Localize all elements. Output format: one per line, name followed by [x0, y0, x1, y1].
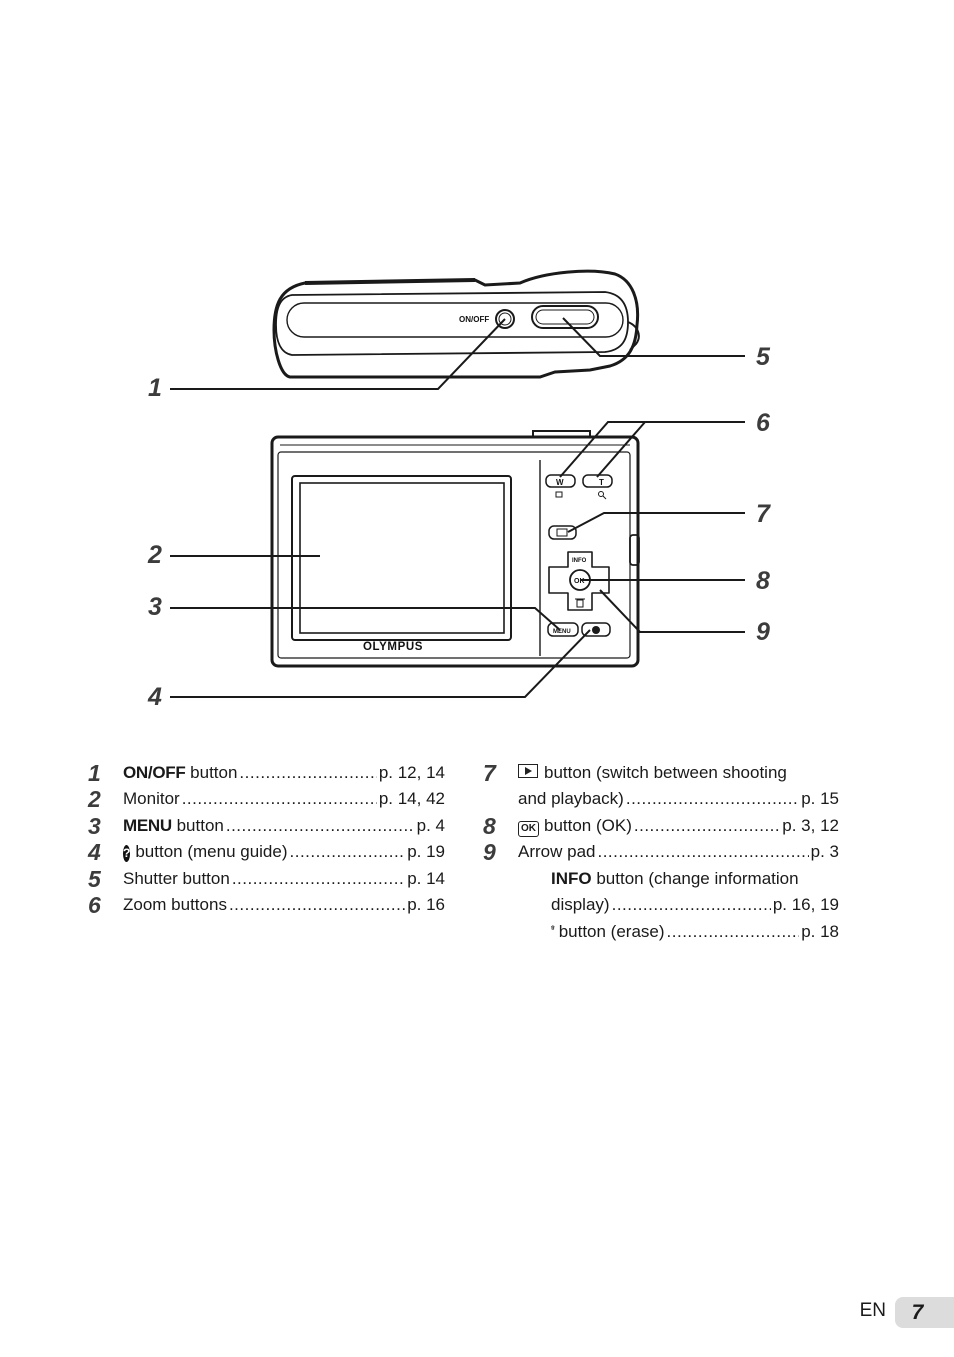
legend-text: Arrow pad: [518, 842, 596, 862]
legend-page: p. 15: [801, 789, 839, 809]
legend-page: p. 3: [810, 842, 839, 862]
menu-tag: MENU: [123, 815, 172, 835]
legend-number: 5: [88, 865, 101, 892]
legend-page: p. 16: [407, 895, 445, 915]
legend-number: 6: [88, 892, 101, 919]
leader-lines: [170, 317, 745, 698]
legend-item-4: 4 ?button (menu guide) p. 19: [88, 839, 445, 865]
legend-left: 1 ON/OFF button p. 12, 14 2 Monitor p. 14,…: [88, 760, 445, 918]
legend-page: p. 16, 19: [772, 895, 839, 915]
legend-page: p. 14: [407, 868, 445, 888]
legend-page: p. 18: [801, 922, 839, 942]
menu-label: MENU: [553, 629, 571, 635]
trash-icon: [551, 925, 555, 931]
info-label: INFO: [572, 558, 587, 564]
legend-item-9: 9 Arrow pad p. 3: [483, 839, 839, 865]
callout-9: 9: [756, 618, 770, 646]
legend-item-6: 6 Zoom buttons p. 16: [88, 892, 445, 918]
legend-item-7: 7 button (switch between shooting: [483, 760, 839, 786]
legend-number: 4: [88, 839, 101, 866]
callout-4: 4: [147, 683, 162, 711]
callout-7: 7: [756, 500, 771, 528]
callout-2: 2: [147, 541, 162, 569]
legend-item-5: 5 Shutter button p. 14: [88, 866, 445, 892]
zoom-t-label: T: [599, 478, 604, 487]
callout-8: 8: [756, 567, 770, 595]
legend-item-2: 2 Monitor p. 14, 42: [88, 786, 445, 812]
camera-diagram: ON/OFF OLYMPUS W T INFO OK MENU: [147, 269, 771, 711]
legend-number: 9: [483, 839, 496, 866]
legend-item-1: 1 ON/OFF button p. 12, 14: [88, 760, 445, 786]
legend-text: button (menu guide): [135, 842, 288, 862]
legend-text: button: [190, 763, 238, 782]
menu-guide-icon: ?: [123, 845, 131, 863]
legend-item-info: INFO button (change information: [483, 866, 839, 892]
legend-text: Shutter button: [123, 868, 230, 888]
callout-6: 6: [756, 409, 771, 437]
legend-text: button (switch between shooting: [544, 763, 787, 782]
legend-page: p. 4: [416, 815, 445, 835]
ok-icon: OK: [518, 820, 539, 837]
brand-logo-text: OLYMPUS: [363, 641, 423, 653]
callout-5: 5: [756, 343, 771, 371]
legend-text: Monitor: [123, 789, 180, 809]
legend-number: 8: [483, 812, 496, 839]
page-number: 7: [895, 1297, 954, 1328]
legend-page: p. 19: [407, 842, 445, 862]
legend-number: 2: [88, 786, 101, 813]
camera-top-view: [272, 269, 640, 379]
legend-text: button (erase): [558, 922, 665, 942]
language-label: EN: [859, 1300, 886, 1321]
zoom-w-label: W: [556, 478, 564, 487]
legend-number: 3: [88, 812, 101, 839]
legend-number: 7: [483, 760, 496, 786]
onoff-tag: ON/OFF: [123, 763, 186, 782]
onoff-label: ON/OFF: [459, 315, 489, 324]
callout-3: 3: [148, 593, 162, 621]
legend-item-info-cont: display) p. 16, 19: [483, 892, 839, 918]
legend-item-3: 3 MENU button p. 4: [88, 813, 445, 839]
legend-number: 1: [88, 760, 101, 786]
info-tag: INFO: [551, 868, 592, 888]
legend-item-8: 8 OK button (OK) p. 3, 12: [483, 813, 839, 839]
playback-icon: [518, 764, 538, 778]
legend-page: p. 14, 42: [378, 789, 445, 809]
legend-text: button (change information: [596, 868, 799, 888]
legend-page: p. 3, 12: [782, 815, 839, 835]
legend-item-7-cont: and playback) p. 15: [483, 786, 839, 812]
camera-back-view: [270, 430, 640, 668]
legend-page: p. 12, 14: [378, 763, 445, 782]
legend-right: 7 button (switch between shooting and pl…: [483, 760, 839, 946]
legend-text: button: [176, 815, 224, 835]
legend-item-erase: button (erase) p. 18: [483, 918, 839, 945]
legend-text: button (OK): [544, 815, 632, 835]
ok-label: OK: [574, 578, 585, 585]
legend-text: display): [551, 895, 610, 915]
legend-text: Zoom buttons: [123, 895, 227, 915]
callout-1: 1: [148, 374, 162, 402]
legend-text: and playback): [518, 789, 624, 809]
